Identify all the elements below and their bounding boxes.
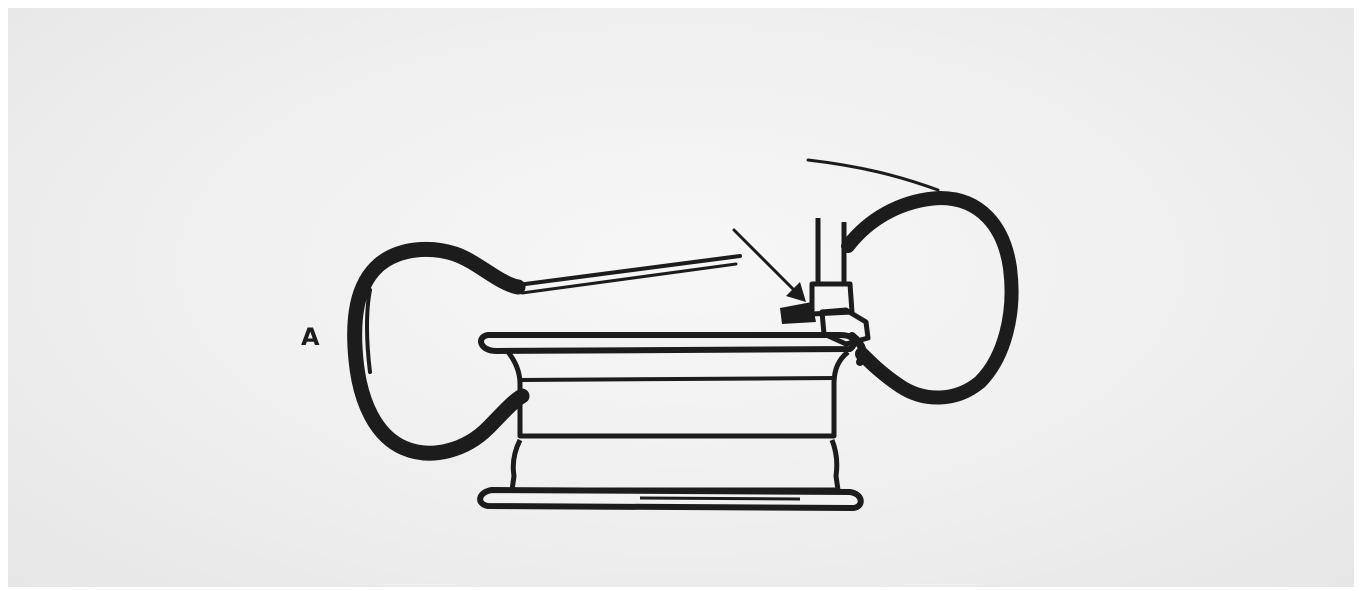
tire-left-sidewall-inner	[367, 290, 370, 372]
mount-tool-finger	[780, 302, 816, 324]
rim-lower-barrel	[512, 440, 838, 490]
rim-bottom-flange-detail	[640, 498, 800, 499]
rim-top-flange	[481, 335, 854, 351]
rim-upper-barrel	[508, 352, 848, 436]
rim-barrel-line	[520, 378, 834, 380]
indicator-arrow-shaft	[734, 230, 798, 294]
tire-right-sidewall	[848, 198, 1012, 398]
tire-upper-bead-line	[510, 256, 740, 286]
tire-top-arc	[808, 160, 938, 190]
